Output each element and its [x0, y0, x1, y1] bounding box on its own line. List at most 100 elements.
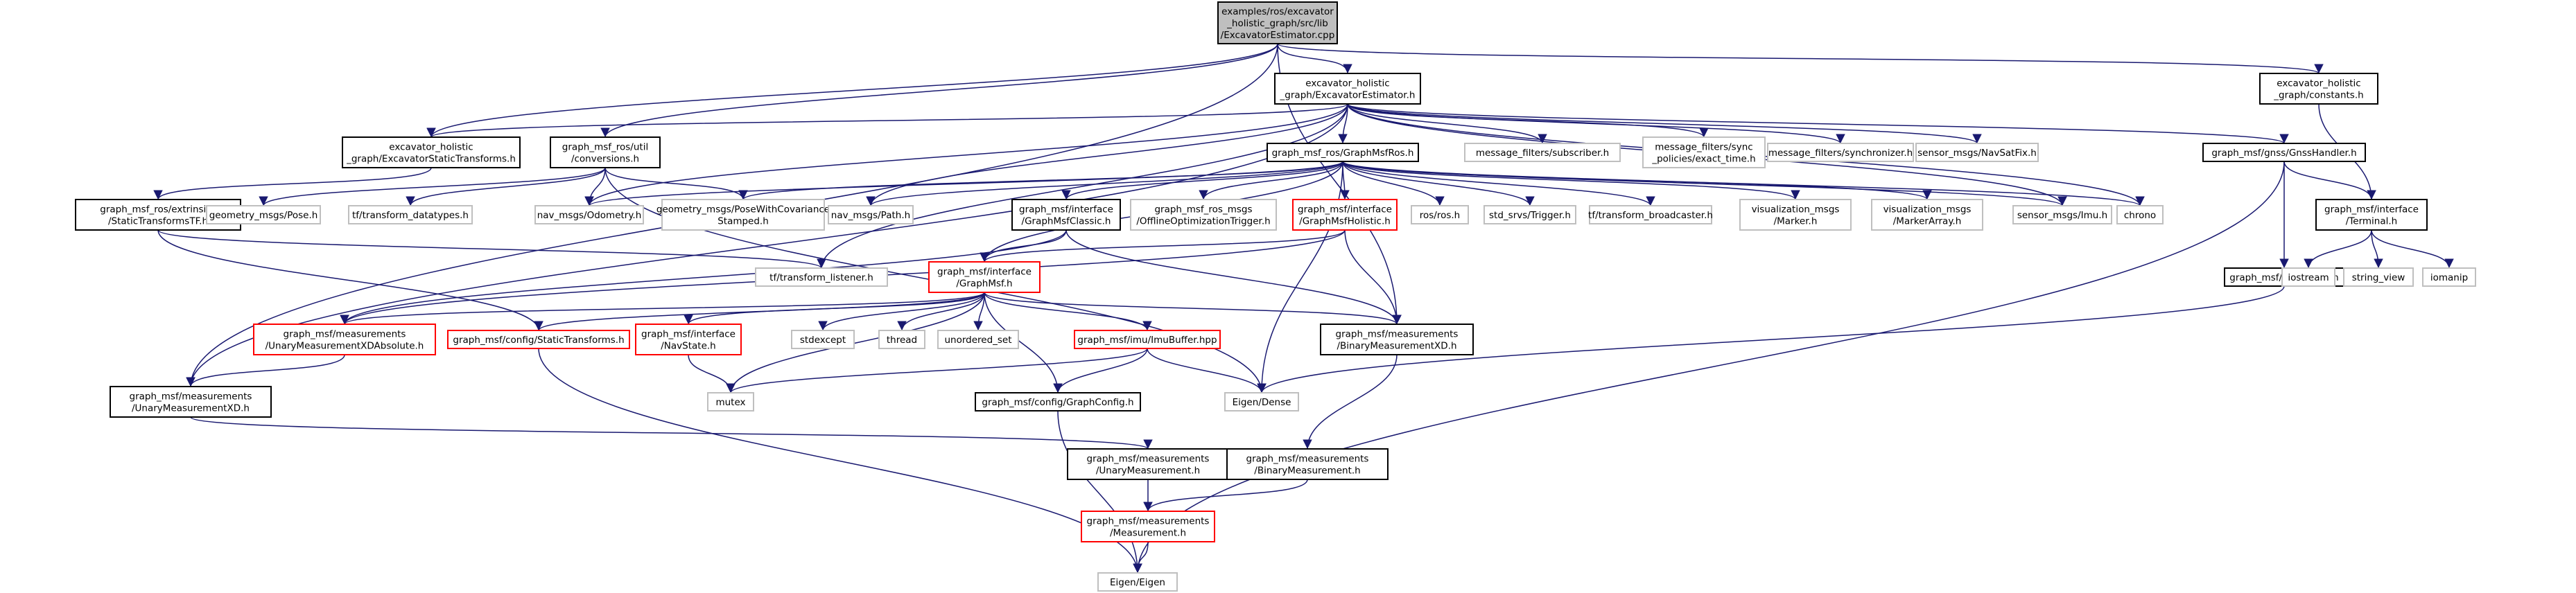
node-box — [550, 136, 661, 168]
node-label-line: sensor_msgs/NavSatFix.h — [1917, 148, 2037, 159]
node-label-line: geometry_msgs/PoseWithCovariance — [656, 204, 830, 215]
node-label-line: graph_msf_ros/extrinsics — [100, 204, 216, 215]
node-box — [1483, 205, 1576, 224]
node-label-line: nav_msgs/Path.h — [831, 210, 910, 221]
dependency-edge — [866, 161, 1343, 206]
dependency-edge — [1133, 541, 1149, 574]
node-box — [1081, 511, 1215, 542]
edge-path — [1143, 479, 1308, 512]
edge-path — [897, 292, 985, 331]
edge-path — [1277, 43, 2324, 74]
node-unary-xd[interactable]: graph_msf/measurements/UnaryMeasurementX… — [110, 386, 272, 418]
node-unary-abs[interactable]: graph_msf/measurements/UnaryMeasurementX… — [253, 324, 436, 355]
edge-path — [1053, 348, 1148, 393]
node-binary-xd[interactable]: graph_msf/measurements/BinaryMeasurement… — [1320, 324, 1474, 355]
node-root[interactable]: examples/ros/excavator_holistic_graph/sr… — [1217, 1, 1338, 44]
node-label-line: tf/transform_listener.h — [769, 272, 873, 283]
node-box — [928, 261, 1041, 293]
node-mutex: mutex — [707, 392, 754, 411]
node-msf-holistic[interactable]: graph_msf/interface/GraphMsfHolistic.h — [1292, 199, 1398, 231]
node-est-h[interactable]: excavator_holistic_graph/ExcavatorEstima… — [1274, 73, 1421, 105]
node-imu-buffer[interactable]: graph_msf/imu/ImuBuffer.hpp — [1074, 330, 1221, 349]
dependency-edge — [726, 348, 1148, 393]
node-navsat: sensor_msgs/NavSatFix.h — [1915, 143, 2039, 162]
node-label-line: Eigen/Dense — [1233, 397, 1291, 408]
node-box — [1292, 199, 1398, 231]
dependency-edge — [157, 229, 543, 331]
dependency-edge — [984, 292, 1063, 393]
node-label-line: graph_msf/interface — [1298, 204, 1392, 215]
node-label-line: graph_msf/interface — [937, 267, 1032, 278]
dependency-edge — [1342, 161, 1800, 200]
dependency-edge — [2283, 161, 2376, 200]
node-graph-msf[interactable]: graph_msf/interface/GraphMsf.h — [928, 261, 1041, 293]
edge-path — [584, 167, 606, 206]
node-tf-broadcaster: tf/transform_broadcaster.h — [1588, 205, 1713, 224]
edge-path — [153, 167, 432, 200]
node-label-line: graph_msf/interface — [2324, 204, 2419, 215]
node-box — [1411, 205, 1469, 224]
edge-path — [190, 416, 1153, 450]
node-label-line: /Measurement.h — [1110, 528, 1186, 539]
node-label-line: graph_msf/measurements — [130, 391, 252, 402]
dependency-edge — [1199, 161, 1343, 200]
node-binary[interactable]: graph_msf/measurements/BinaryMeasurement… — [1226, 448, 1389, 480]
node-measurement[interactable]: graph_msf/measurements/Measurement.h — [1081, 511, 1215, 542]
node-label-line: thread — [887, 335, 917, 346]
node-static-transforms[interactable]: graph_msf/config/StaticTransforms.h — [447, 330, 630, 349]
node-box — [253, 324, 436, 355]
node-label-line: message_filters/synchronizer.h — [1768, 148, 1913, 159]
node-conversions[interactable]: graph_msf_ros/util/conversions.h — [550, 136, 661, 168]
node-gnss-handler[interactable]: graph_msf/gnss/GnssHandler.h — [2202, 143, 2366, 162]
node-label-line: message_filters/sync — [1655, 142, 1752, 153]
node-eigen: Eigen/Eigen — [1097, 572, 1178, 592]
node-label-line: graph_msf_ros/GraphMsfRos.h — [1272, 148, 1414, 159]
node-box — [2315, 199, 2428, 231]
edge-path — [1342, 161, 1445, 206]
edge-path — [600, 43, 1278, 138]
node-graph-config[interactable]: graph_msf/config/GraphConfig.h — [975, 392, 1141, 411]
dependency-edge — [186, 354, 345, 387]
edge-path — [157, 229, 543, 331]
node-label-line: Stamped.h — [717, 216, 769, 227]
edge-path — [1347, 103, 1547, 144]
node-layer: examples/ros/excavator_holistic_graph/sr… — [75, 1, 2476, 592]
edge-path — [1257, 161, 1343, 393]
dependency-edge — [426, 43, 1278, 138]
node-label-line: message_filters/subscriber.h — [1476, 148, 1609, 159]
dependency-edge — [726, 292, 985, 393]
node-iomanip: iomanip — [2422, 267, 2476, 287]
dependency-edge — [980, 229, 1346, 263]
node-box — [1130, 199, 1277, 231]
node-label-line: graph_msf/measurements — [284, 329, 406, 340]
dependency-edge — [1344, 229, 1402, 325]
node-mf-sub: message_filters/subscriber.h — [1464, 143, 1621, 162]
edge-path — [157, 229, 826, 269]
node-box — [1274, 73, 1421, 105]
node-box — [1224, 392, 1299, 411]
dependency-edge — [406, 167, 606, 206]
edge-path — [340, 292, 985, 325]
node-graph-msf-ros[interactable]: graph_msf_ros/GraphMsfRos.h — [1267, 143, 1419, 162]
edge-path — [688, 354, 736, 393]
dependency-edge — [2371, 229, 2383, 269]
edge-path — [1061, 161, 1343, 200]
node-msf-classic[interactable]: graph_msf/interface/GraphMsfClassic.h — [1011, 199, 1121, 231]
edge-path — [604, 167, 748, 200]
node-static-tf[interactable]: excavator_holistic_graph/ExcavatorStatic… — [342, 136, 521, 168]
node-constants[interactable]: excavator_holistic_graph/constants.h — [2259, 73, 2378, 105]
edge-path — [726, 292, 985, 393]
node-label-line: /UnaryMeasurementXD.h — [132, 403, 250, 414]
edge-path — [2371, 229, 2383, 269]
node-label-line: graph_msf/config/StaticTransforms.h — [453, 335, 624, 346]
node-odometry: nav_msgs/Odometry.h — [534, 205, 644, 224]
node-terminal[interactable]: graph_msf/interface/Terminal.h — [2315, 199, 2428, 231]
dependency-edge — [604, 167, 748, 200]
edge-path — [726, 348, 1148, 393]
edge-path — [259, 167, 606, 206]
node-unary[interactable]: graph_msf/measurements/UnaryMeasurement.… — [1067, 448, 1229, 480]
node-navstate[interactable]: graph_msf/interface/NavState.h — [635, 324, 742, 355]
node-label-line: unordered_set — [944, 335, 1011, 346]
node-label-line: graph_msf/config/GraphConfig.h — [982, 397, 1133, 408]
node-box — [1464, 143, 1621, 162]
